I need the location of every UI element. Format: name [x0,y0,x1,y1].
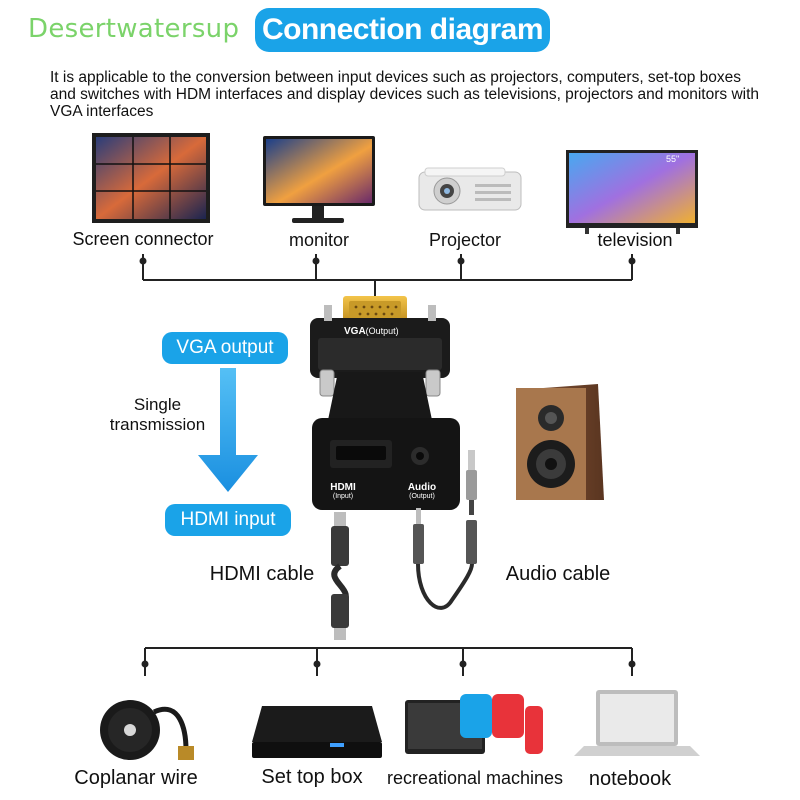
device-label: Projector [428,230,502,250]
device-label: notebook [588,768,672,790]
audio-port-label: Audio (Output) [407,482,437,500]
flow-arrow [198,368,258,492]
adapter-image [310,296,460,510]
single-transmission-label: Single transmission [109,395,206,434]
device-label: Coplanar wire [74,767,198,789]
coplanar-wire-image [100,700,194,760]
device-label: Set top box [261,766,363,788]
audio-cable-image [413,508,477,610]
monitor-image [263,136,375,223]
bottom-bus [144,647,633,676]
set-top-box-image [252,706,382,758]
hdmi-cable-image [331,512,349,640]
top-bus [142,254,633,300]
speaker-image [516,384,604,500]
game-console-image [405,694,543,754]
projector-image [418,167,522,211]
top-bus-dots [139,257,636,265]
description-text: It is applicable to the conversion betwe… [50,69,760,120]
page-title: Connection diagram [261,13,544,46]
notebook-image [574,690,700,756]
device-label: television [597,230,673,250]
device-label: monitor [288,230,350,250]
device-label: recreational machines [386,768,564,788]
vga-output-pill: VGA output [162,332,288,364]
audio-cable-label: Audio cable [505,563,611,585]
bottom-bus-dots [141,660,636,668]
vga-port-label: VGA(Output) [344,326,399,337]
audio-plug-top [466,450,477,515]
screen-connector-image [92,133,210,223]
hdmi-port-label: HDMI (Input) [330,482,356,500]
hdmi-input-pill: HDMI input [165,504,291,536]
tv-size-badge: 55" [666,154,680,164]
television-image [566,150,698,234]
device-label: Screen connector [72,229,214,249]
hdmi-cable-label: HDMI cable [209,563,315,585]
title-banner [255,8,550,52]
watermark-text: Desertwatersup [28,14,240,44]
